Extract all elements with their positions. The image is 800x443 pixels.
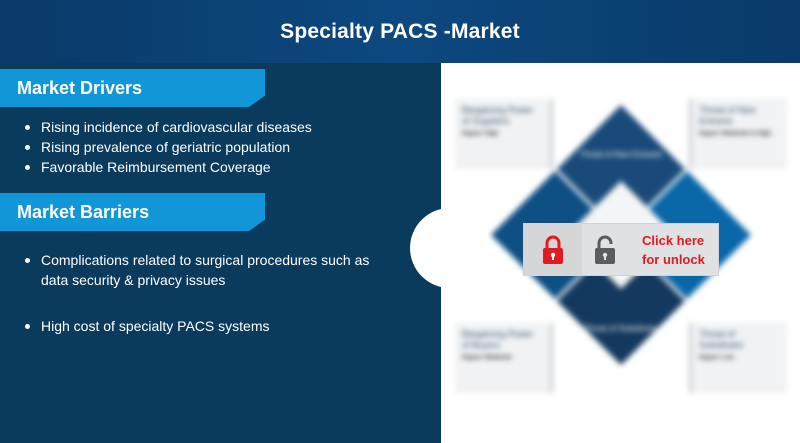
unlock-text: Click here for unlock	[642, 231, 705, 269]
force-box: Threat of New Entrants Impact: Moderate …	[689, 99, 787, 169]
list-item: High cost of specialty PACS systems	[24, 316, 384, 336]
barriers-list: Complications related to surgical proced…	[24, 250, 384, 336]
list-item: Rising incidence of cardiovascular disea…	[24, 117, 312, 137]
force-box-impact: Impact: High	[462, 131, 499, 137]
list-item: Rising prevalence of geriatric populatio…	[24, 137, 312, 157]
padlock-open-icon	[582, 223, 628, 276]
market-drivers-tab: Market Drivers	[0, 69, 265, 107]
diamond-bottom-label: Threat of Substitutes	[584, 324, 658, 333]
force-box: Bargaining Power of Suppliers Impact: Hi…	[455, 99, 553, 169]
force-box: Threat of Substitutes Impact: Low	[689, 323, 787, 393]
force-box-title: Threat of Substitutes	[699, 329, 744, 350]
force-box-impact: Impact: Moderate	[462, 355, 512, 361]
market-drivers-heading: Market Drivers	[17, 77, 143, 98]
force-box-title: Bargaining Power of Buyers	[462, 329, 534, 350]
page-title: Specialty PACS -Market	[280, 19, 520, 43]
force-box-impact: Impact: Moderate to High	[699, 131, 772, 137]
lock-icons	[524, 223, 628, 276]
unlock-text-line2: for unlock	[642, 251, 705, 267]
force-box-impact: Impact: Low	[699, 355, 735, 361]
padlock-closed-icon	[524, 223, 582, 276]
force-box-title: Threat of New Entrants	[699, 105, 756, 126]
left-panel: Market Drivers Rising incidence of cardi…	[0, 63, 441, 443]
unlock-button[interactable]: Click here for unlock	[523, 223, 719, 276]
diamond-top-label: Threat of New Entrants	[580, 150, 662, 159]
drivers-list: Rising incidence of cardiovascular disea…	[24, 117, 312, 177]
header-bar: Specialty PACS -Market	[0, 0, 800, 63]
diamond-top	[557, 105, 685, 233]
semicircle-cutout	[410, 208, 490, 288]
list-item: Favorable Reimbursement Coverage	[24, 157, 312, 177]
market-barriers-tab: Market Barriers	[0, 193, 265, 231]
force-box-title: Bargaining Power of Suppliers	[462, 105, 534, 126]
unlock-text-line1: Click here	[642, 232, 705, 248]
list-item: Complications related to surgical proced…	[24, 250, 384, 290]
market-barriers-heading: Market Barriers	[17, 201, 150, 222]
force-box: Bargaining Power of Buyers Impact: Moder…	[455, 323, 553, 393]
